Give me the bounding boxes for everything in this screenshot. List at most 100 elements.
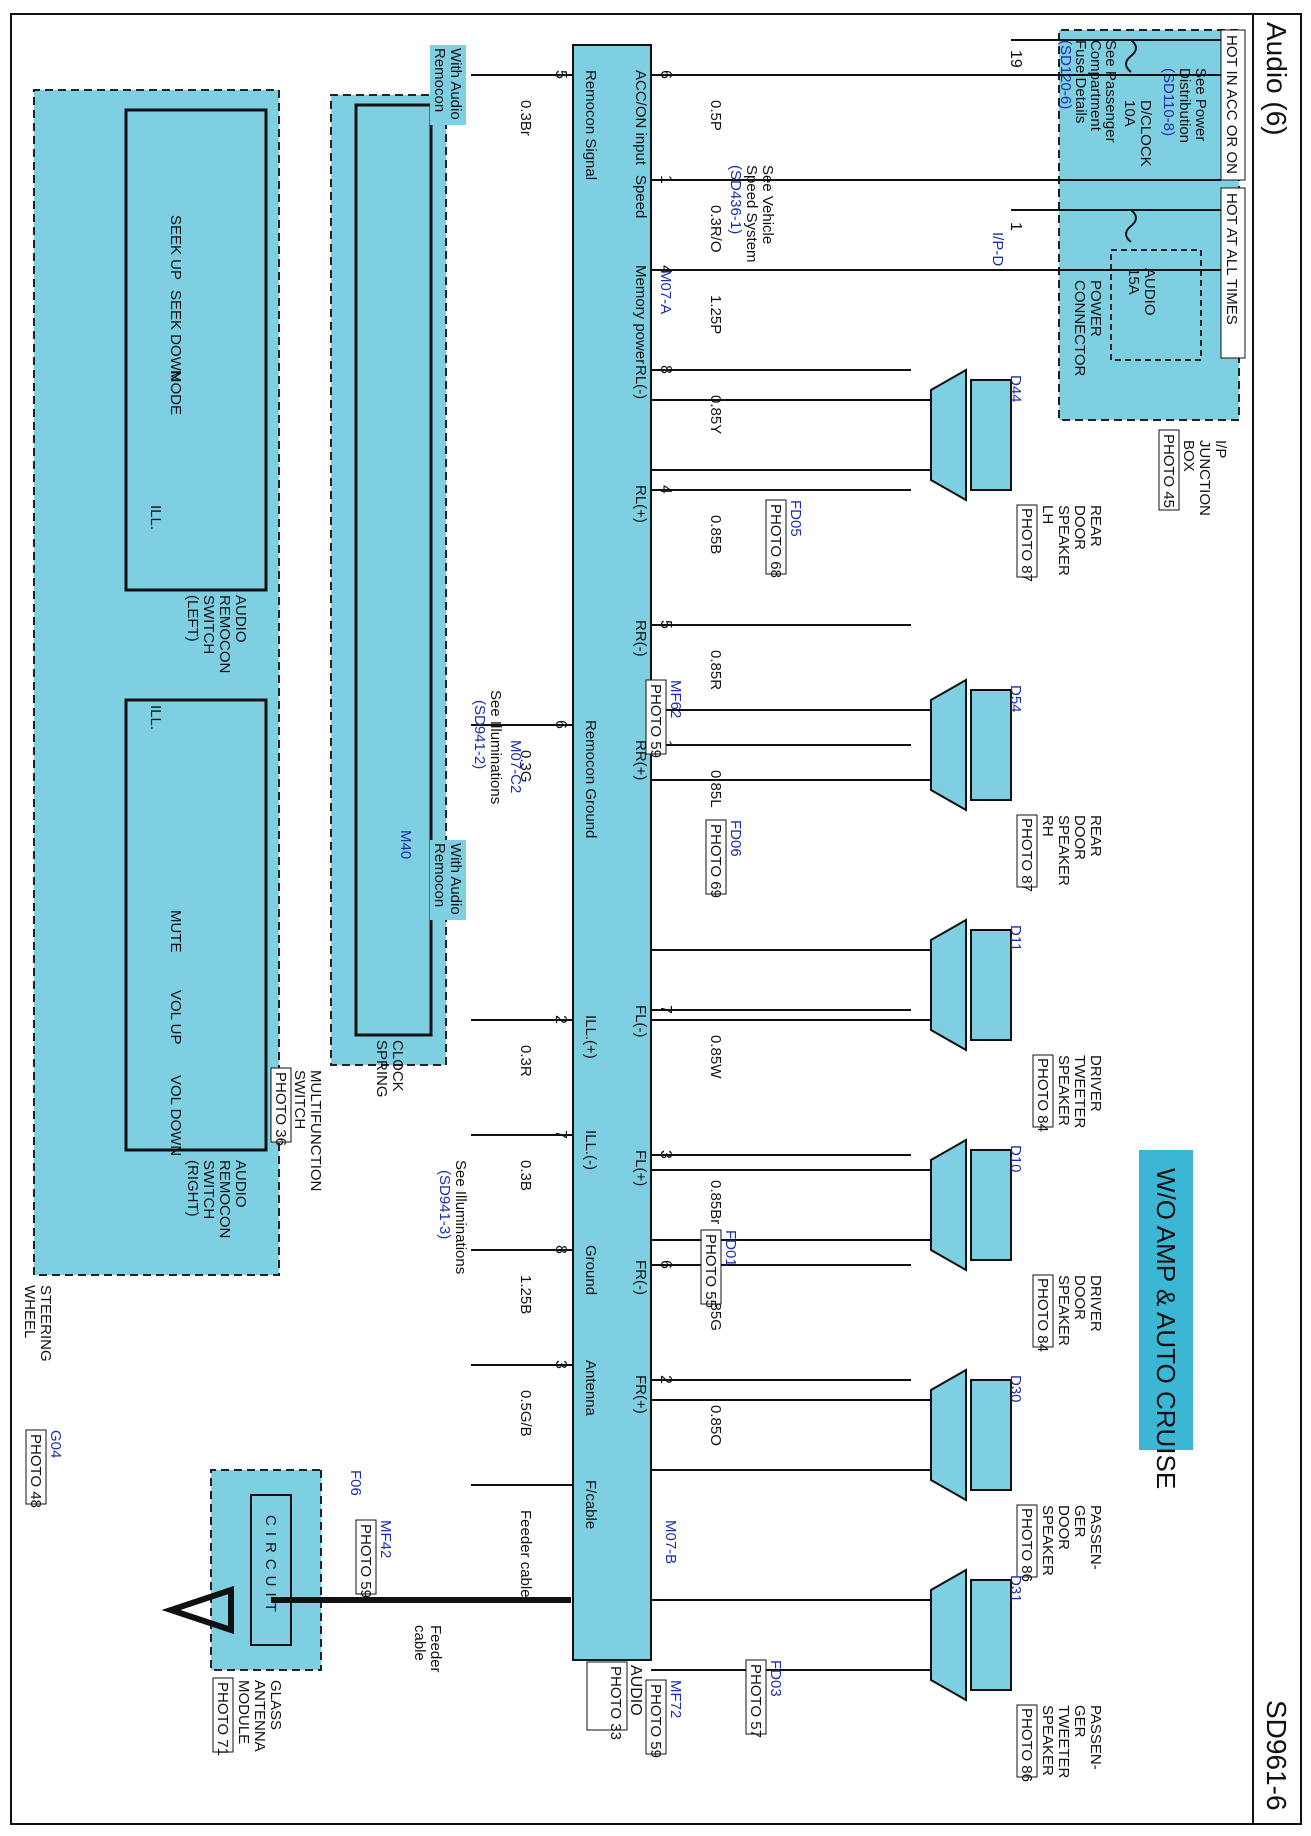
multifunction-photo-box [270,1067,292,1143]
speaker-name: DOOR [1071,505,1088,550]
speaker-magnet [970,379,1012,491]
jb-connector: I/P-D [989,232,1006,266]
connector-id: MF62 [667,680,684,718]
speaker-photo-box [1016,1704,1038,1778]
variant-banner-text: W/O AMP & AUTO CRUISE [1151,1168,1181,1489]
wire-code: 0.85Br [707,1180,724,1224]
terminal-label: RL(+) [632,485,649,523]
speaker-connector: D10 [1007,1145,1024,1173]
speaker-photo: PHOTO 86 [1018,1508,1035,1582]
speaker-name: DRIVER [1087,1055,1104,1112]
connector-photo-box [700,1229,722,1305]
connector-photo-box [645,679,667,755]
steering-label-2: WHEEL [21,1285,38,1338]
power-dist-line2: Distribution [1176,68,1193,143]
terminal-pin: 6 [552,720,569,729]
connector-photo: PHOTO 55 [702,1234,719,1308]
steering-label-1: STEERING [37,1285,54,1362]
connector-id: FD03 [767,1660,784,1697]
terminal-label: FL(-) [632,1005,649,1038]
speaker-photo-box [1032,1274,1054,1348]
speaker-cone-icon [930,1138,967,1272]
wire-code: 0.5P [707,100,724,131]
hot-acc-label: HOT IN ACC OR ON [1223,35,1240,174]
terminal-label: Memory power [632,265,649,364]
fuse-note-3: Fuse Details [1072,40,1089,123]
speaker-magnet [970,1149,1012,1261]
wire-code: 0.3Br [517,100,534,136]
terminal-pin: 7 [552,1130,569,1139]
speaker-photo: PHOTO 87 [1018,818,1035,892]
wire-code: 1.25B [517,1275,534,1314]
terminal-pin: 7 [657,1005,674,1014]
connector-id: MF42 [377,1520,394,1558]
speaker-name: REAR [1087,505,1104,547]
left-switch-4: (LEFT) [184,595,201,642]
wire-code: 0.5G/B [517,1390,534,1437]
speaker-cone-icon [930,1568,967,1702]
btn-vol-up: VOL UP [167,990,184,1044]
speed-note-1: See Vehicle [759,165,776,244]
ipjb-line3: BOX [1180,440,1197,472]
audio-photo-box [586,1661,628,1731]
jb-pin-1: 1 [1007,222,1024,231]
right-switch-3: SWITCH [200,1160,217,1219]
terminal-label: F/cable [582,1480,599,1529]
fuse-audio-label: AUDIO [1141,268,1158,316]
illum-note1-a: See Illuminations [487,690,504,804]
ill-right: ILL. [147,705,164,730]
btn-vol-down: VOL DOWN [167,1075,184,1156]
steering-wheel-area [33,89,280,1276]
with-remocon-1b: Remocon [431,48,448,112]
antenna-label-3: MODULE [235,1680,252,1744]
wire-code: 0.85Y [707,395,724,434]
speaker-connector: D30 [1007,1375,1024,1403]
page-title: Audio (6) [1261,22,1292,136]
speaker-name: GER [1071,1705,1088,1738]
power-dist-ref: (SD110-8) [1160,68,1177,136]
conn-m07-a: M07-A [657,270,674,314]
speaker-photo: PHOTO 84 [1034,1058,1051,1132]
speaker-name: DOOR [1055,1505,1072,1550]
ipjb-photo: PHOTO 45 [1160,434,1177,508]
multifunction-photo: PHOTO 36 [272,1072,289,1146]
fuse-note-1: See Passenger [1102,40,1119,143]
terminal-pin: 2 [552,1015,569,1024]
with-remocon-1a: With Audio [447,48,464,120]
right-switch-4: (RIGHT) [184,1160,201,1217]
terminal-pin: 5 [552,70,569,79]
terminal-pin: 2 [657,1375,674,1384]
speaker-name: GER [1071,1505,1088,1538]
conn-m07-c2: M07-C2 [507,740,524,793]
audio-photo: PHOTO 33 [607,1666,624,1740]
btn-seek-down: SEEK DOWN [167,290,184,382]
wire-group [471,74,1221,1486]
connector-id: G04 [47,1430,64,1458]
speaker-connector: D11 [1007,925,1024,951]
jb-pin-19: 19 [1007,50,1024,68]
speaker-connector: D31 [1007,1575,1024,1603]
speaker-magnet [970,689,1012,801]
fuse-dclock-label: D/CLOCK [1137,100,1154,167]
right-remocon-switch [124,698,268,1152]
terminal-pin: 8 [552,1245,569,1254]
speaker-photo: PHOTO 84 [1034,1278,1051,1352]
connector-photo: PHOTO 48 [27,1434,44,1508]
connector-id: FD05 [787,500,804,537]
speaker-name: RH [1039,815,1056,837]
wire-code: 1.25P [707,295,724,334]
antenna-photo: PHOTO 71 [214,1682,231,1756]
audio-unit [572,44,652,1661]
speaker-name: DOOR [1071,815,1088,860]
page-border [10,13,1302,1825]
wire-code: 0.85B [707,515,724,554]
left-switch-1: AUDIO [232,595,249,643]
clock-spring-area [330,94,447,1066]
connector-id: FD06 [727,820,744,857]
ipjb-line1: I/P [1212,440,1229,458]
wire-code: 0.85O [707,1405,724,1446]
